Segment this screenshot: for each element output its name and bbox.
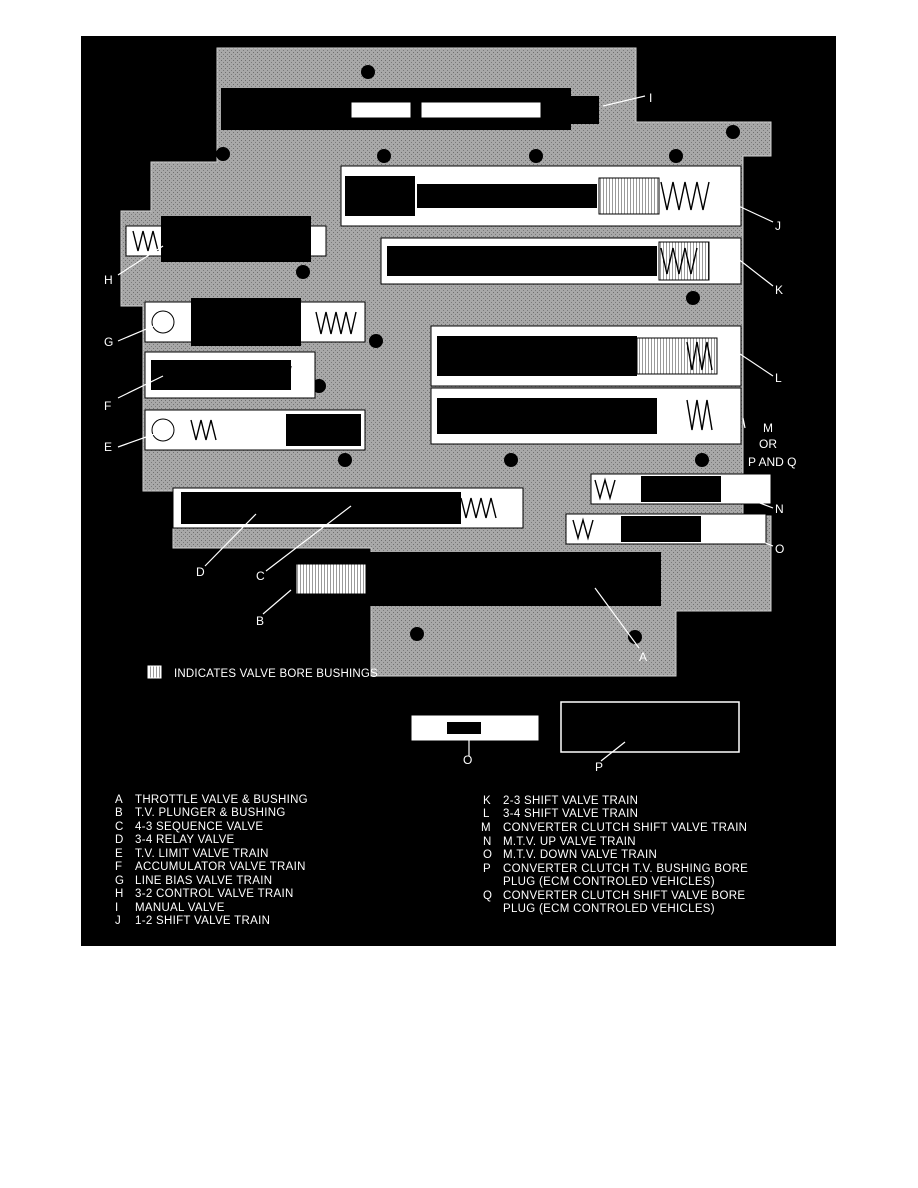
callout-m: M: [763, 421, 773, 435]
key-letter: O: [483, 849, 492, 861]
callout-a: A: [639, 650, 647, 664]
valve-i-manual: [221, 88, 599, 130]
key-letter: P: [483, 863, 491, 875]
valve-e-tv-limit: [144, 409, 366, 451]
valve-f-accumulator: [144, 351, 316, 399]
key-letter: N: [483, 836, 491, 848]
key-letter: G: [115, 875, 124, 887]
key-text: PLUG (ECM CONTROLED VEHICLES): [503, 903, 715, 915]
key-text: MANUAL VALVE: [135, 902, 225, 914]
key-letter: K: [483, 795, 491, 807]
key-letter: H: [115, 888, 123, 900]
callout-g: G: [104, 335, 113, 349]
key-text: M.T.V. UP VALVE TRAIN: [503, 836, 636, 848]
key-text: ACCUMULATOR VALVE TRAIN: [135, 861, 306, 873]
key-text: T.V. LIMIT VALVE TRAIN: [135, 848, 269, 860]
key-letter: C: [115, 821, 123, 833]
key-letter: J: [115, 915, 121, 927]
valve-o-mtv-down: [565, 513, 767, 545]
key-text: T.V. PLUNGER & BUSHING: [135, 807, 286, 819]
parts-key: A THROTTLE VALVE & BUSHING B T.V. PLUNGE…: [115, 794, 748, 927]
callout-j: J: [775, 219, 781, 233]
bushing-legend-text: INDICATES VALVE BORE BUSHINGS: [174, 668, 378, 680]
callout-k: K: [775, 283, 783, 297]
key-text: M.T.V. DOWN VALVE TRAIN: [503, 849, 657, 861]
valve-a-b-throttle: [295, 552, 661, 606]
callout-c: C: [256, 569, 265, 583]
key-letter: F: [115, 861, 122, 873]
valve-h-3-2-control: [125, 216, 327, 262]
key-letter: D: [115, 834, 123, 846]
leader-lines: [117, 95, 774, 762]
plug-p: [560, 701, 740, 753]
valve-g-line-bias: [144, 298, 366, 346]
key-letter: M: [481, 822, 491, 834]
callout-plug-p: P: [595, 760, 603, 774]
callout-n: N: [775, 502, 784, 516]
key-text: 3-2 CONTROL VALVE TRAIN: [135, 888, 294, 900]
callout-e: E: [104, 440, 112, 454]
key-text: CONVERTER CLUTCH T.V. BUSHING BORE: [503, 863, 748, 875]
valve-body-diagram: I J H K G L F M OR E P AND Q N O D C B A…: [104, 47, 796, 927]
callout-f: F: [104, 399, 111, 413]
valve-m-converter-clutch: [430, 387, 742, 445]
key-letter: L: [483, 808, 490, 820]
callout-o: O: [775, 542, 784, 556]
key-text: CONVERTER CLUTCH SHIFT VALVE BORE: [503, 890, 745, 902]
key-text: 2-3 SHIFT VALVE TRAIN: [503, 795, 638, 807]
key-text: THROTTLE VALVE & BUSHING: [135, 794, 308, 806]
key-text: 3-4 SHIFT VALVE TRAIN: [503, 808, 638, 820]
callout-h: H: [104, 273, 113, 287]
callout-or: OR: [759, 437, 777, 451]
diagram-panel: I J H K G L F M OR E P AND Q N O D C B A…: [81, 36, 836, 946]
key-letter: Q: [483, 890, 492, 902]
callout-d: D: [196, 565, 205, 579]
valve-l-3-4-shift: [430, 325, 742, 387]
key-text: 1-2 SHIFT VALVE TRAIN: [135, 915, 270, 927]
key-text: CONVERTER CLUTCH SHIFT VALVE TRAIN: [503, 822, 747, 834]
key-letter: B: [115, 807, 123, 819]
key-text: PLUG (ECM CONTROLED VEHICLES): [503, 876, 715, 888]
key-letter: I: [115, 902, 118, 914]
key-text: 3-4 RELAY VALVE: [135, 834, 235, 846]
key-text: LINE BIAS VALVE TRAIN: [135, 875, 272, 887]
valve-n-mtv-up: [590, 473, 772, 505]
callout-i: I: [649, 91, 652, 105]
bushing-swatch: [147, 665, 162, 679]
key-letter: E: [115, 848, 123, 860]
valve-k-2-3-shift: [380, 237, 742, 285]
callout-b: B: [256, 614, 264, 628]
plug-q: [410, 714, 540, 742]
key-letter: A: [115, 794, 123, 806]
callout-plug-o: O: [463, 753, 472, 767]
callout-p-and-q: P AND Q: [748, 455, 796, 469]
callout-l: L: [775, 371, 782, 385]
valve-j-1-2-shift: [340, 165, 742, 227]
key-text: 4-3 SEQUENCE VALVE: [135, 821, 263, 833]
